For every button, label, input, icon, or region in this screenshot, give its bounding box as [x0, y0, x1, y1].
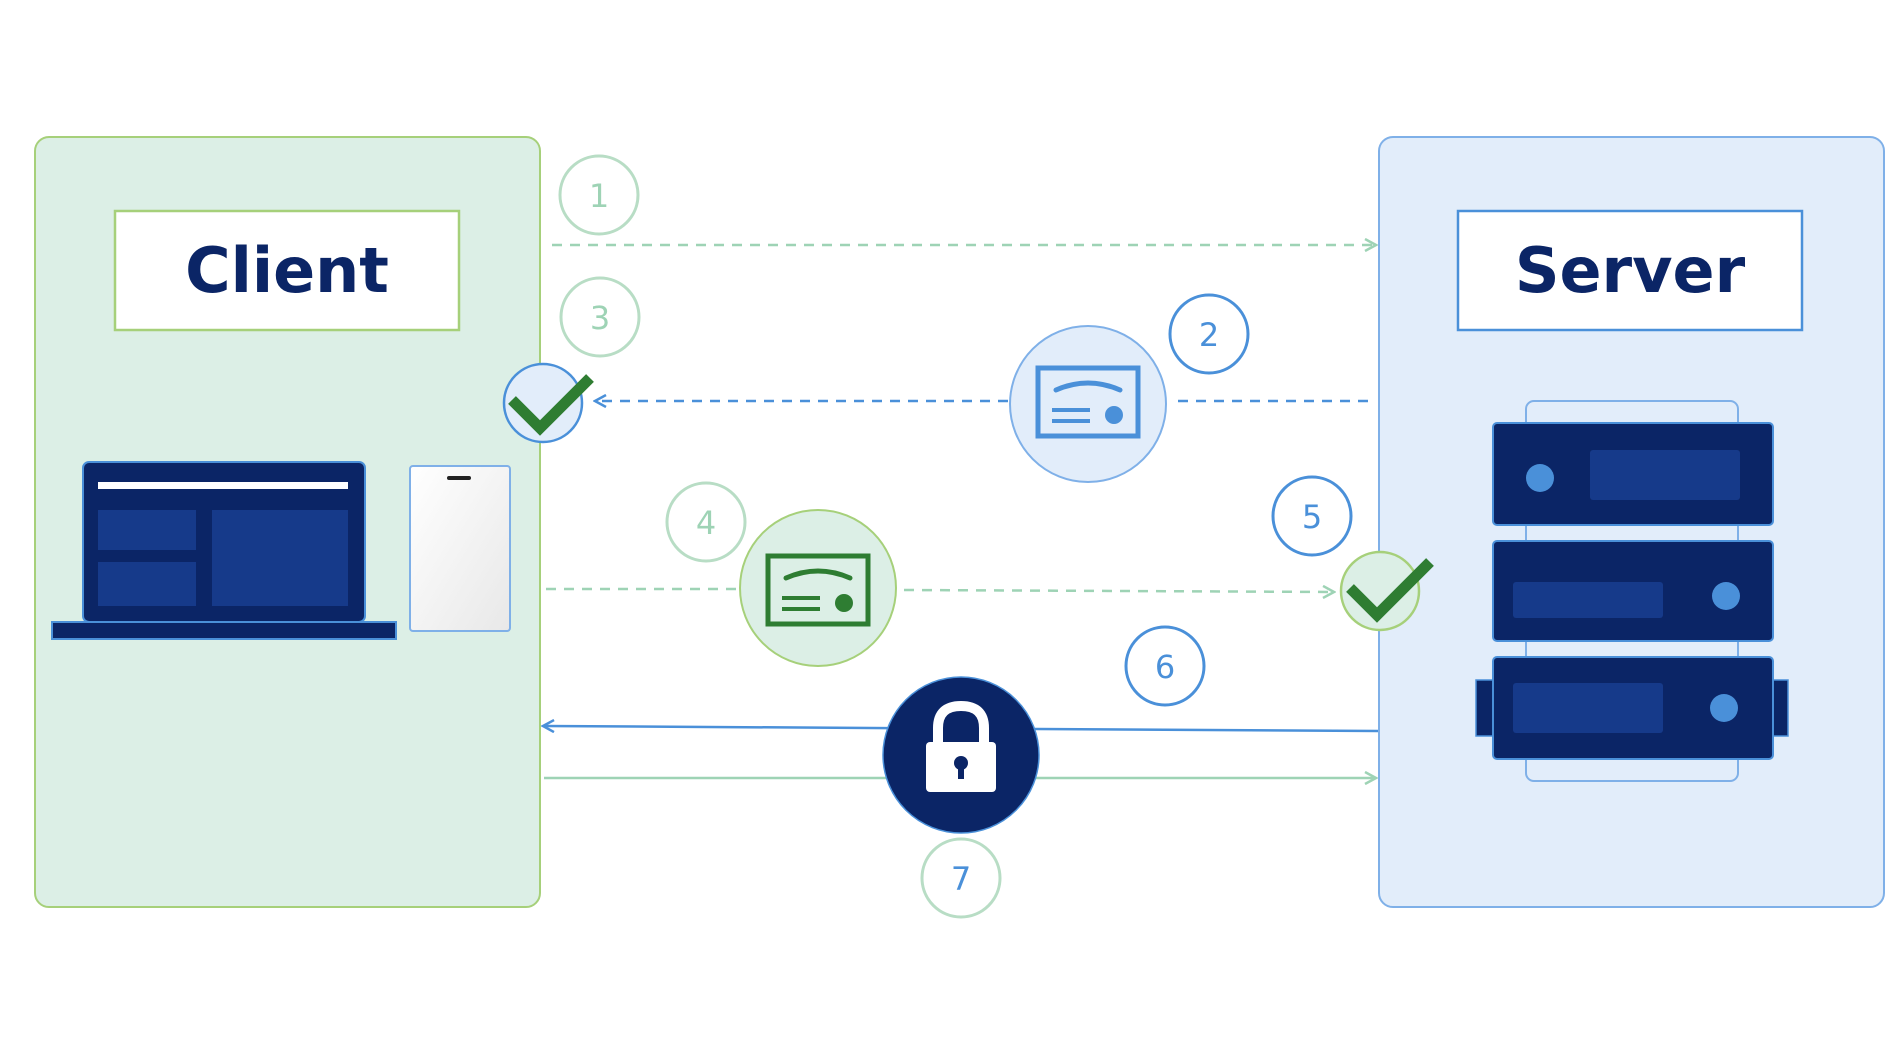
step-3-marker: 3 [559, 276, 641, 358]
step-5-label: 5 [1302, 498, 1322, 536]
client-checkmark-icon [502, 362, 594, 444]
arrow-step-4 [903, 590, 1333, 592]
step-6-label: 6 [1155, 648, 1175, 686]
laptop-icon [51, 461, 397, 640]
step-4-marker: 4 [665, 481, 747, 563]
client-title: Client [185, 234, 389, 307]
step-5-marker: 5 [1271, 475, 1353, 557]
server-label-box [1456, 209, 1804, 332]
client-certificate-icon [739, 509, 897, 667]
lock-icon [882, 676, 1040, 834]
step-3-label: 3 [590, 299, 610, 337]
step-7-marker: 7 [920, 837, 1002, 919]
server-title: Server [1515, 234, 1746, 307]
step-4-label: 4 [696, 504, 716, 542]
step-1-marker: 1 [558, 154, 640, 236]
phone-icon [409, 465, 511, 632]
server-panel: Server [1378, 136, 1885, 908]
step-7-label: 7 [951, 860, 971, 898]
step-6-marker: 6 [1124, 625, 1206, 707]
server-checkmark-icon [1339, 550, 1434, 632]
step-2-label: 2 [1199, 316, 1219, 354]
step-2-marker: 2 [1168, 293, 1250, 375]
server-rack-icon [1475, 400, 1789, 782]
step-1-label: 1 [589, 177, 609, 215]
client-panel: Client [34, 136, 541, 908]
client-label-box [113, 209, 461, 332]
server-certificate-icon [1009, 325, 1167, 483]
